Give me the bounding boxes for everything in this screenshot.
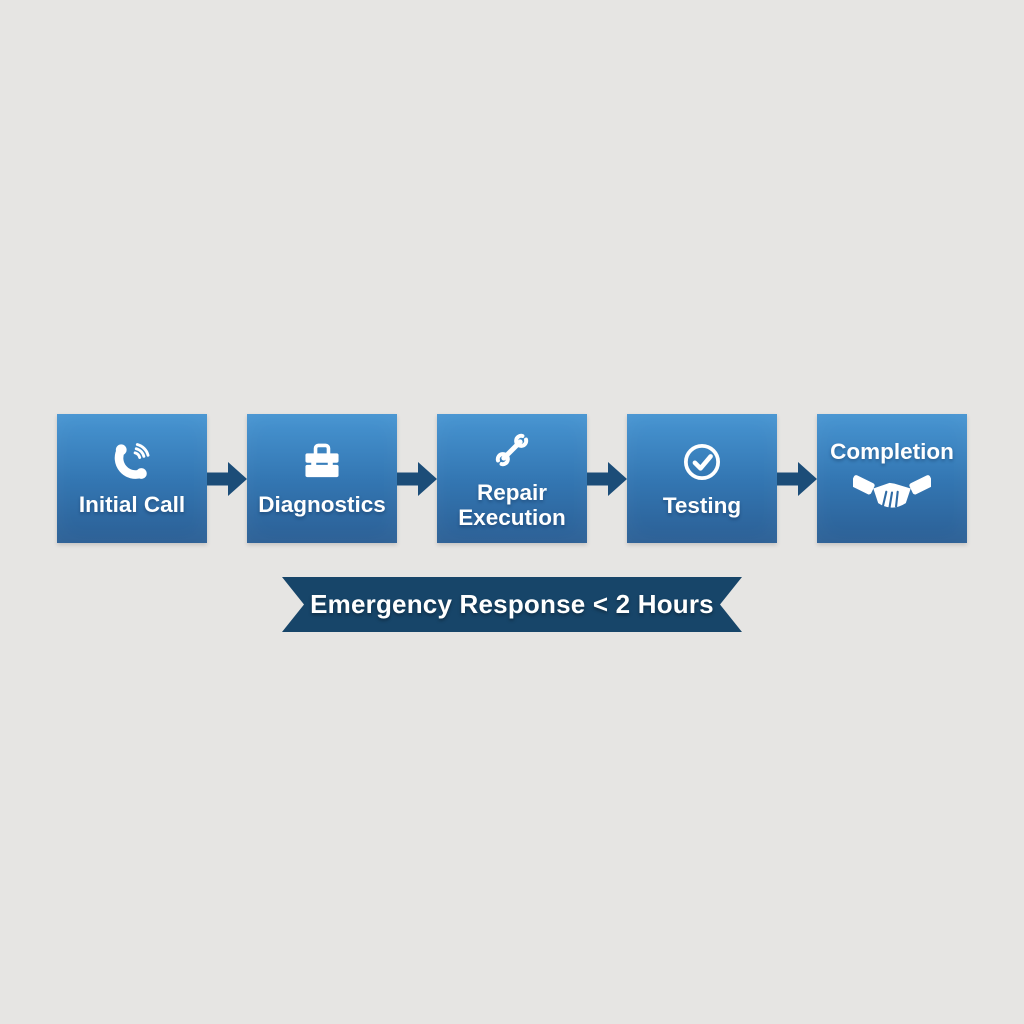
step-label: Completion bbox=[830, 439, 954, 465]
ribbon-label: Emergency Response < 2 Hours bbox=[310, 589, 714, 619]
step-label: Testing bbox=[662, 493, 742, 519]
step-box-initial-call: Initial Call bbox=[57, 414, 207, 543]
toolbox-icon bbox=[299, 439, 345, 485]
step-box-testing: Testing bbox=[627, 414, 777, 543]
flow-arrow-icon bbox=[207, 461, 247, 496]
flow-arrow-icon bbox=[777, 461, 817, 496]
phone-call-icon bbox=[109, 439, 155, 485]
check-circle-icon bbox=[678, 438, 726, 486]
flow-arrow-icon bbox=[587, 461, 627, 496]
process-steps-row: Initial Call Diagnostics Repair Execution T… bbox=[57, 414, 967, 543]
step-box-diagnostics: Diagnostics bbox=[247, 414, 397, 543]
flow-arrow-icon bbox=[397, 461, 437, 496]
flowchart-canvas: Initial Call Diagnostics Repair Execution T… bbox=[0, 414, 1024, 632]
step-box-completion: Completion bbox=[817, 414, 967, 543]
handshake-icon bbox=[853, 472, 931, 518]
wrench-icon bbox=[489, 427, 535, 473]
step-label: Repair Execution bbox=[458, 479, 566, 530]
step-label: Diagnostics bbox=[258, 492, 386, 518]
emergency-response-ribbon: Emergency Response < 2 Hours bbox=[282, 577, 742, 632]
step-label: Initial Call bbox=[78, 492, 186, 518]
step-box-repair-execution: Repair Execution bbox=[437, 414, 587, 543]
